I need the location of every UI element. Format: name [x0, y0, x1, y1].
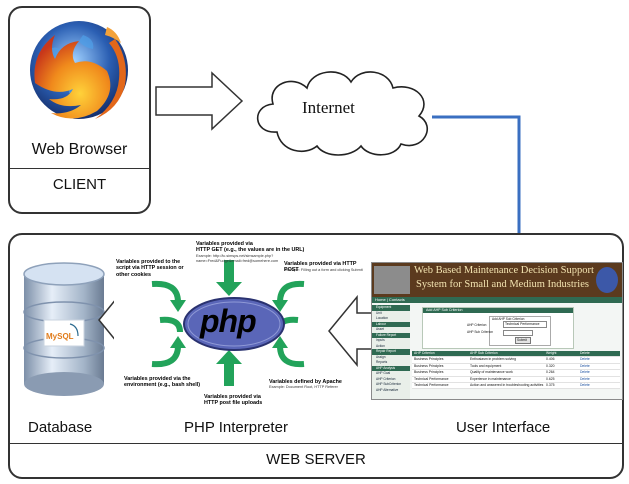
- ui-table-cell: 0.375: [546, 382, 555, 387]
- ui-sidebar-item[interactable]: Reports: [376, 360, 388, 364]
- ui-form-select[interactable]: Technical Performance: [503, 321, 547, 328]
- upload-variables-text: Variables provided via HTTP post file up…: [204, 394, 263, 407]
- ui-sidebar-item[interactable]: Repair Report: [372, 349, 410, 355]
- ui-table-delete-link[interactable]: Delete: [579, 376, 590, 381]
- mysql-logo: MySQL: [46, 332, 74, 341]
- ui-table-delete-link[interactable]: Delete: [579, 370, 590, 375]
- ui-screenshot: Web Based Maintenance Decision Support S…: [371, 262, 623, 400]
- ui-sidebar-item[interactable]: Location: [376, 316, 389, 320]
- ui-form-header: Add AHP Sub Criterion: [423, 308, 573, 313]
- ui-table-header-cell: AHP Sub Criterion: [470, 351, 498, 355]
- post-variables-text: Variables provided via HTTP POST: [284, 261, 357, 274]
- ui-table-cell: Quality of maintenance work: [470, 370, 513, 375]
- ui-table-cell: 0.406: [546, 357, 555, 362]
- client-label: CLIENT: [52, 176, 107, 193]
- ui-sidebar-item[interactable]: AHP Alternative: [376, 387, 399, 392]
- ui-title-line-2: System for Small and Medium Industries: [416, 279, 589, 290]
- ui-sidebar-item[interactable]: AHP SubCriterion: [376, 382, 402, 386]
- ui-sidebar-item[interactable]: Failure Report: [372, 332, 410, 338]
- apache-variables-text: Variables defined by Apache: [269, 379, 342, 385]
- apache-example-text: Example: Document Root, HTTP Referer: [269, 385, 338, 389]
- ui-table-cell: 0.264: [546, 370, 555, 375]
- ui-table-cell: Action and answered in troubleshooting a…: [470, 382, 544, 387]
- client-divider: [10, 168, 149, 169]
- ui-form-inner-title: Add AHP Sub Criterion: [492, 317, 525, 321]
- ui-table-cell: Tools and equipment: [470, 363, 502, 368]
- ui-table-delete-link[interactable]: Delete: [579, 382, 590, 387]
- database-cylinder-icon: [23, 262, 105, 396]
- ui-table-cell: Technical Performance: [414, 382, 449, 387]
- php-diagram-graphics: [151, 260, 305, 386]
- ui-nav-bar: Home | Contacts: [372, 297, 622, 303]
- ui-table-row: Business Principles Quality of maintenanc…: [412, 370, 620, 377]
- client-to-internet-arrow: [155, 71, 244, 131]
- ui-form-submit[interactable]: Submit: [515, 337, 531, 344]
- php-interpreter-label: PHP Interpreter: [184, 419, 288, 436]
- ui-table-cell: Technical Performance: [414, 376, 449, 381]
- ui-form-inner: Add AHP Sub Criterion: [489, 316, 551, 346]
- ui-header: Web Based Maintenance Decision Support S…: [372, 263, 622, 297]
- web-server-label: WEB SERVER: [266, 451, 366, 468]
- ui-form-select-label: AHP Criterion: [467, 323, 487, 327]
- ui-sidebar-item[interactable]: Unit: [376, 310, 382, 315]
- ui-table-cell: 0.625: [546, 376, 555, 381]
- ui-sidebar-item[interactable]: Labour: [372, 321, 410, 327]
- ui-table-row: Technical Performance Action and answered…: [412, 382, 620, 390]
- ui-table-row: Business Principles Tools and equipment 0.…: [412, 363, 620, 371]
- ui-sidebar-item[interactable]: AHP Analysis: [372, 365, 410, 371]
- ui-to-php-arrow: [328, 295, 376, 367]
- php-diagram: php Variables provided via HTTP GET (e.g…: [114, 240, 364, 408]
- internet-label: Internet: [302, 98, 355, 117]
- client-box: Web Browser CLIENT: [8, 6, 151, 214]
- ui-sidebar-item[interactable]: Inputs: [376, 338, 385, 342]
- ui-table-cell: 0.320: [546, 363, 555, 368]
- ui-table-delete-link[interactable]: Delete: [579, 363, 590, 368]
- ui-table-cell: Business Principles: [414, 370, 444, 375]
- ui-form-select-value: Technical Performance: [505, 322, 540, 326]
- ui-nav-links[interactable]: Home | Contacts: [375, 297, 405, 302]
- get-variables-text: Variables provided via HTTP GET (e.g., t…: [196, 241, 305, 254]
- ui-table-header: AHP Criterion AHP Sub Criterion Weight Dele…: [412, 351, 620, 358]
- environment-variables-text: Variables provided via the environment (…: [124, 376, 201, 389]
- ui-header-emblem: [596, 267, 618, 293]
- get-example-text: Example: http://tc.simsps.net/simsample.…: [196, 254, 279, 263]
- ui-header-photo: [374, 266, 410, 294]
- ui-sidebar-item[interactable]: AHP Goal: [376, 371, 391, 375]
- ui-table-row: Business Principles Enthusiasm in problem…: [412, 357, 620, 364]
- ui-form-name-label: AHP Sub Criterion: [467, 330, 493, 334]
- ui-title-line-1: Web Based Maintenance Decision Support: [414, 265, 594, 276]
- ui-sidebar-item[interactable]: AHP Criterion: [376, 376, 396, 381]
- ui-table-delete-link[interactable]: Delete: [579, 357, 590, 362]
- web-browser-label: Web Browser: [31, 141, 128, 158]
- internet-cloud: [256, 71, 429, 156]
- ui-table-row: Technical Performance Experience in maint…: [412, 377, 620, 383]
- database-label: Database: [28, 419, 93, 436]
- ui-sidebar-item[interactable]: Action: [376, 343, 385, 348]
- firefox-logo: [21, 13, 137, 127]
- ui-form-title: Add AHP Sub Criterion: [426, 308, 463, 312]
- ui-form-name-input[interactable]: [503, 330, 533, 336]
- ui-table-cell: Experience in maintenance: [470, 376, 511, 381]
- post-example-text: Example: Filling out a form and clicking…: [284, 268, 363, 272]
- ui-sidebar-item[interactable]: Asset: [376, 327, 384, 331]
- session-variables-text: Variables provided to the script via HTT…: [116, 259, 184, 278]
- user-interface-label: User Interface: [456, 419, 551, 436]
- ui-form-submit-label: Submit: [517, 338, 527, 342]
- ui-table-cell: Business Principles: [414, 357, 444, 362]
- ui-table-cell: Business Principles: [414, 363, 444, 368]
- ui-table-cell: Enthusiasm in problem solving: [470, 357, 516, 362]
- ui-sidebar-item[interactable]: Equipment: [372, 305, 410, 311]
- php-logo-text: php: [200, 303, 257, 339]
- ui-sidebar-item[interactable]: Assign: [376, 354, 386, 359]
- ui-table-header-cell: Weight: [546, 351, 557, 355]
- ui-table-header-cell: AHP Criterion: [414, 351, 435, 355]
- ui-form: Add AHP Sub Criterion Add AHP Sub Criter…: [422, 307, 574, 349]
- ui-table-header-cell: Delete: [579, 351, 590, 355]
- server-divider: [10, 443, 622, 444]
